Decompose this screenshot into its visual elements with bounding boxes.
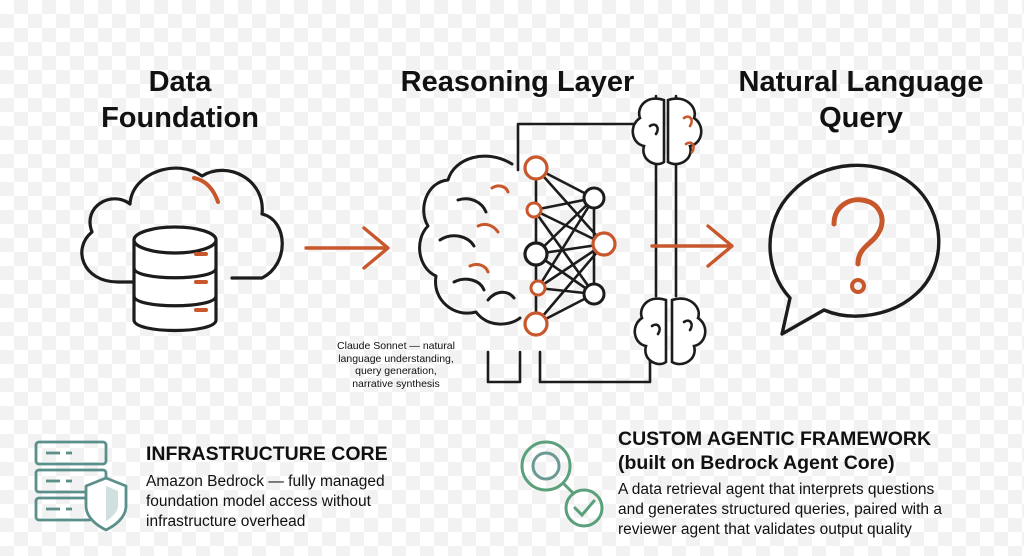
infrastructure-core-description: Amazon Bedrock — fully managed foundatio… xyxy=(146,472,385,532)
infrastructure-core-title: INFRASTRUCTURE CORE xyxy=(146,443,388,465)
data-foundation-heading-line1: Data xyxy=(148,66,212,98)
nlq-heading-line1: Natural Language xyxy=(738,66,984,98)
search-check-icon xyxy=(520,440,604,528)
cloud-accent xyxy=(192,176,220,204)
check-mark xyxy=(573,499,596,518)
model-caption-line2: language understanding, xyxy=(338,352,454,365)
flow-arrow-1 xyxy=(304,226,390,270)
magnifier-lens xyxy=(531,451,561,481)
small-brain-bottom-icon xyxy=(633,297,707,366)
magnifier-ring xyxy=(520,440,572,492)
model-caption-line4: narrative synthesis xyxy=(352,377,440,390)
small-brain-top-icon xyxy=(631,97,703,166)
data-foundation-heading: Data Foundation xyxy=(80,64,280,136)
agentic-line1: A data retrieval agent that interprets q… xyxy=(618,481,935,498)
database-indicators xyxy=(194,252,208,312)
model-caption-line1: Claude Sonnet — natural xyxy=(337,340,455,352)
brain-outline xyxy=(418,154,522,326)
magnifier-handle xyxy=(561,481,574,494)
model-caption: Claude Sonnet — natural language underst… xyxy=(326,340,466,390)
natural-language-query-heading: Natural Language Query xyxy=(716,64,1006,136)
speech-bubble-outline xyxy=(768,163,941,336)
top-connector xyxy=(516,122,652,172)
network-nodes xyxy=(523,155,617,337)
infrastructure-line1: Amazon Bedrock — fully managed xyxy=(146,473,385,490)
nlq-heading-line2: Query xyxy=(819,102,903,134)
reasoning-layer-heading: Reasoning Layer xyxy=(400,66,635,98)
cloud-database-icon xyxy=(80,166,284,333)
agentic-title-line1: CUSTOM AGENTIC FRAMEWORK xyxy=(618,428,932,450)
speech-bubble-question-icon xyxy=(768,163,941,336)
question-mark-dot xyxy=(850,278,866,294)
model-caption-line3: query generation, xyxy=(355,365,437,377)
infrastructure-line3: infrastructure overhead xyxy=(146,513,306,530)
agentic-line2: and generates structured queries, paired… xyxy=(618,501,942,518)
agentic-title-line2: (built on Bedrock Agent Core) xyxy=(618,452,895,474)
agentic-line3: reviewer agent that validates output qua… xyxy=(618,521,912,538)
flow-arrow-2 xyxy=(650,224,734,268)
check-circle xyxy=(564,488,604,528)
database-cylinder xyxy=(132,225,218,333)
agentic-framework-title: CUSTOM AGENTIC FRAMEWORK (built on Bedro… xyxy=(618,427,931,475)
cloud-outline xyxy=(80,166,284,284)
bottom-connector xyxy=(486,328,652,384)
server-shield-icon xyxy=(34,440,128,532)
brain-network-icon xyxy=(418,94,678,384)
data-foundation-heading-line2: Foundation xyxy=(101,102,259,134)
infrastructure-line2: foundation model access without xyxy=(146,493,371,510)
question-mark-hook xyxy=(831,197,885,267)
agentic-framework-description: A data retrieval agent that interprets q… xyxy=(618,480,942,540)
